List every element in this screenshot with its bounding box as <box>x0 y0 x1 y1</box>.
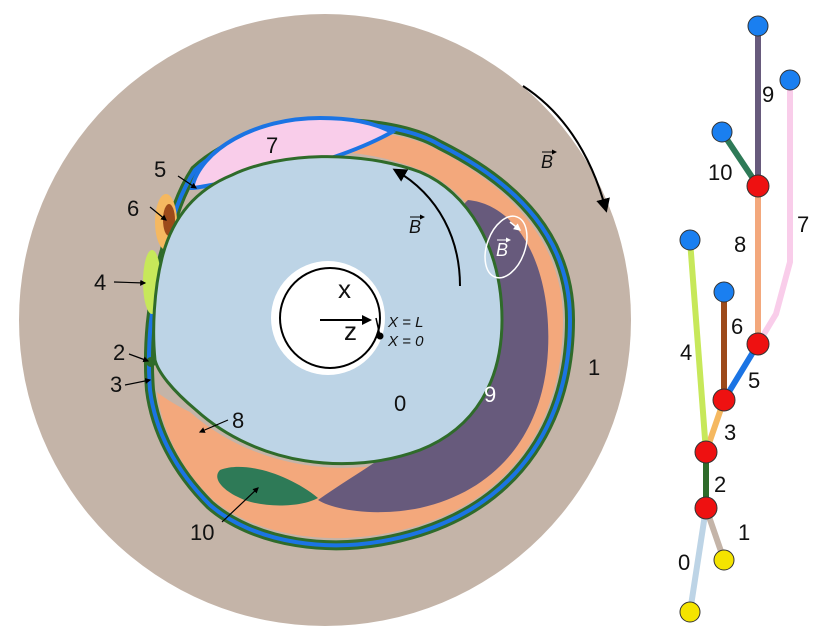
region-10 <box>217 466 318 506</box>
tree-node-saddle <box>694 440 718 464</box>
tree-label-4: 4 <box>680 340 692 365</box>
callout-3 <box>124 377 152 386</box>
label-x-eq-0: X = 0 <box>387 333 424 350</box>
torus-cross-section: 7 5 6 4 2 3 8 10 0 9 1 B B B x z X = L X… <box>19 14 631 626</box>
tree-label-3: 3 <box>724 420 736 445</box>
tree-node-saddle <box>746 174 770 198</box>
tree-node-saddle <box>712 388 736 412</box>
b-island-loop <box>484 215 528 279</box>
origin-point <box>376 332 384 340</box>
tree-node-leaf <box>679 601 701 623</box>
label-region-2: 2 <box>113 340 125 365</box>
label-region-3: 3 <box>110 372 122 397</box>
callout-2 <box>128 353 150 363</box>
tree-label-10: 10 <box>708 160 732 185</box>
label-b-inner: B <box>409 217 421 237</box>
label-center-z: z <box>344 316 357 346</box>
callout-5 <box>177 175 197 189</box>
label-region-4: 4 <box>94 270 106 295</box>
tree-edge-7 <box>755 77 793 347</box>
label-region-8: 8 <box>232 408 244 433</box>
tree-node-saddle <box>694 496 718 520</box>
tree-label-5: 5 <box>748 368 760 393</box>
central-axis-circle <box>279 267 381 369</box>
tree-label-0: 0 <box>678 550 690 575</box>
topology-tree: 0 1 2 3 4 5 6 7 8 9 10 <box>678 15 809 623</box>
callout-6 <box>149 206 167 221</box>
label-region-6: 6 <box>127 196 139 221</box>
tree-label-2: 2 <box>714 472 726 497</box>
b-outer-arrow <box>522 85 610 213</box>
tree-node-leaf <box>711 121 733 143</box>
central-hole <box>271 261 385 375</box>
tree-node-leaf <box>779 69 801 91</box>
tree-edge-4 <box>687 237 709 455</box>
label-region-5: 5 <box>154 157 166 182</box>
label-x-eq-L: X = L <box>387 314 423 331</box>
tree-node-leaf <box>747 15 769 37</box>
label-b-outer: B <box>541 152 553 172</box>
tree-label-9: 9 <box>762 82 774 107</box>
tree-node-leaf <box>679 229 701 251</box>
label-region-7: 7 <box>266 133 278 158</box>
callout-4 <box>113 279 147 286</box>
tree-label-8: 8 <box>734 232 746 257</box>
separatrix-outer-blue <box>146 121 573 548</box>
callout-10 <box>221 487 259 523</box>
tree-node-leaf <box>713 549 735 571</box>
label-center-x: x <box>338 274 351 304</box>
label-region-10: 10 <box>190 520 214 545</box>
tree-edge-0 <box>687 505 709 615</box>
tree-label-7: 7 <box>797 212 809 237</box>
label-region-0: 0 <box>394 391 406 416</box>
b-inner-arrow <box>392 168 461 287</box>
label-region-1: 1 <box>588 355 600 380</box>
b-island-arrow <box>509 221 522 231</box>
callout-8 <box>198 419 229 433</box>
tree-node-saddle <box>746 332 770 356</box>
tree-label-1: 1 <box>738 520 750 545</box>
label-region-9: 9 <box>484 382 496 407</box>
tree-node-leaf <box>713 281 735 303</box>
tree-label-6: 6 <box>731 314 743 339</box>
region-0-border <box>152 155 504 466</box>
label-b-island: B <box>496 240 508 260</box>
